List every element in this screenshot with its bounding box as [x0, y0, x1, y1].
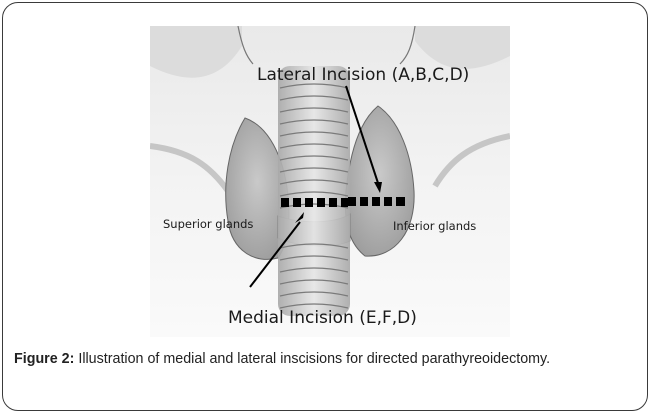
figure-caption: Figure 2: Illustration of medial and lat…: [14, 350, 638, 369]
thyroid-illustration: Lateral Incision (A,B,C,D) Medial Incisi…: [150, 26, 510, 337]
medial-incision-label: Medial Incision (E,F,D): [228, 308, 417, 328]
trachea: [278, 66, 350, 316]
caption-text: Illustration of medial and lateral insci…: [74, 351, 550, 367]
lateral-incision-label: Lateral Incision (A,B,C,D): [257, 65, 469, 85]
superior-glands-label: Superior glands: [163, 217, 253, 231]
figure-number: Figure 2:: [14, 351, 74, 367]
inferior-glands-label: Inferior glands: [393, 219, 476, 233]
